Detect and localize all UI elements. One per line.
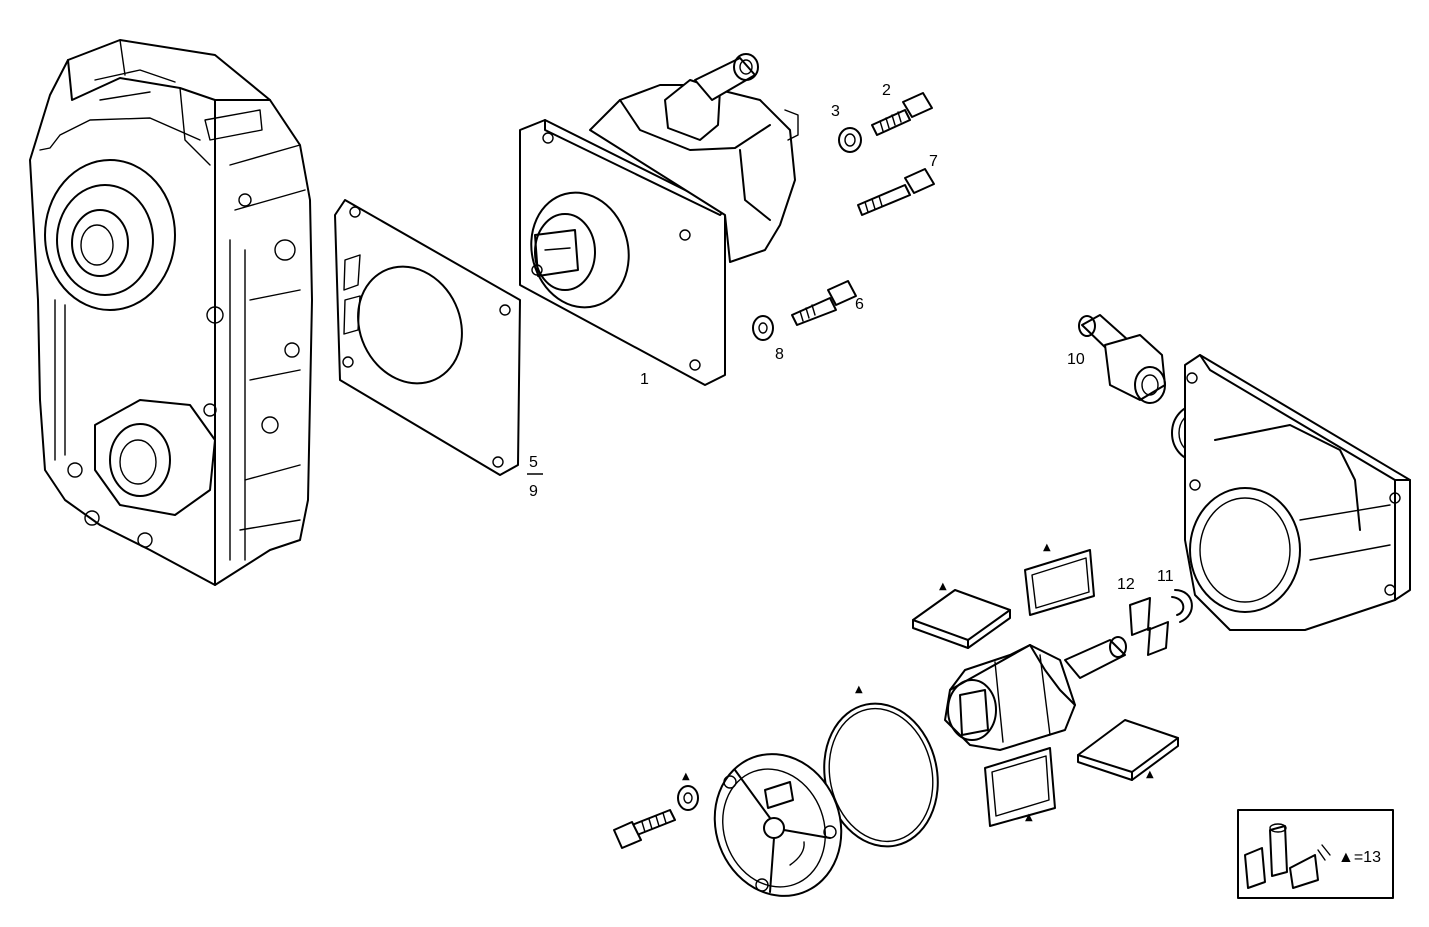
washer-8 <box>752 315 774 341</box>
vane-plate-4 <box>1077 719 1179 781</box>
vane-plate-2 <box>1024 549 1095 616</box>
bolt-2 <box>871 92 933 136</box>
callout-6: 6 <box>855 296 864 313</box>
callout-11: 11 <box>1157 568 1174 585</box>
end-cover <box>713 753 843 897</box>
callout-8: 8 <box>775 346 784 363</box>
rotor-shaft <box>944 636 1127 751</box>
pump-housing-right <box>1184 354 1411 631</box>
vane-plate-1 <box>912 589 1011 649</box>
callout-7: 7 <box>929 153 938 170</box>
callout-labels: 1 2 3 7 6 8 5 9 10 11 12 <box>527 82 1174 593</box>
callout-3: 3 <box>831 103 840 120</box>
washer-3 <box>838 127 862 153</box>
kit-legend-label: ▲=13 <box>1338 849 1381 866</box>
kit-marker-vane-2: ▲ <box>1043 542 1051 553</box>
kit-marker-o-ring: ▲ <box>855 684 863 695</box>
callout-12: 12 <box>1117 576 1135 593</box>
kit-marker-washer: ▲ <box>682 771 690 782</box>
hydraulic-pump <box>519 53 799 386</box>
kit-marker-vane-1: ▲ <box>939 581 947 592</box>
cover-washer <box>677 785 699 811</box>
sensor-plug-10 <box>1078 314 1166 404</box>
callout-5: 5 <box>529 454 538 471</box>
kit-marker-vane-4: ▲ <box>1146 769 1154 780</box>
callout-1: 1 <box>640 371 649 388</box>
repair-kit-inset <box>1237 809 1394 899</box>
kit-marker-vane-3: ▲ <box>1025 812 1033 823</box>
bolt-7 <box>857 168 935 216</box>
vane-plate-3 <box>984 747 1056 827</box>
kit-markers: ▲ ▲ ▲ ▲ ▲ ▲ <box>682 542 1154 823</box>
transmission-housing <box>29 39 313 586</box>
circlip-11 <box>1171 589 1193 623</box>
callout-2: 2 <box>882 82 891 99</box>
callout-10: 10 <box>1067 351 1085 368</box>
bolt-6 <box>791 280 857 326</box>
clip-12 <box>1129 597 1169 656</box>
cover-bolt <box>613 809 676 849</box>
flange-gasket <box>334 199 521 476</box>
callout-9: 9 <box>529 483 538 500</box>
